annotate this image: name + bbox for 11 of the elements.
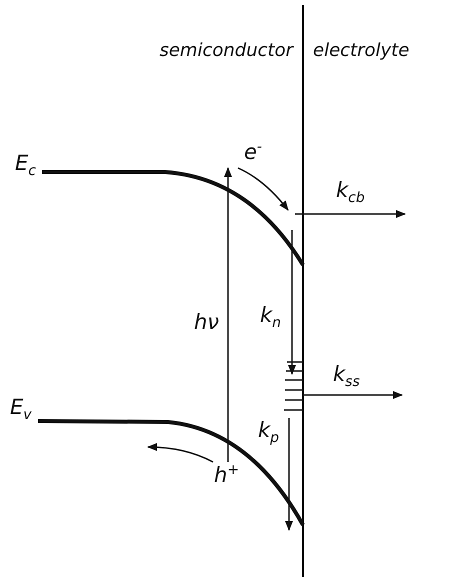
- transition-label: hν: [194, 312, 220, 333]
- carrier-label: h$^{+}$: [214, 463, 240, 486]
- band-label: E$_{v}$: [10, 397, 32, 422]
- rate-label: k$_{p}$: [258, 420, 280, 446]
- rate-label: k$_{ss}$: [333, 364, 360, 390]
- rate-label: k$_{n}$: [260, 305, 282, 330]
- rate-label: k$_{cb}$: [336, 180, 365, 206]
- carrier-label: e$^{-}$: [244, 140, 262, 163]
- region-label: semiconductor: [159, 42, 293, 60]
- band-label: E$_{c}$: [15, 153, 36, 178]
- region-label: electrolyte: [313, 42, 410, 60]
